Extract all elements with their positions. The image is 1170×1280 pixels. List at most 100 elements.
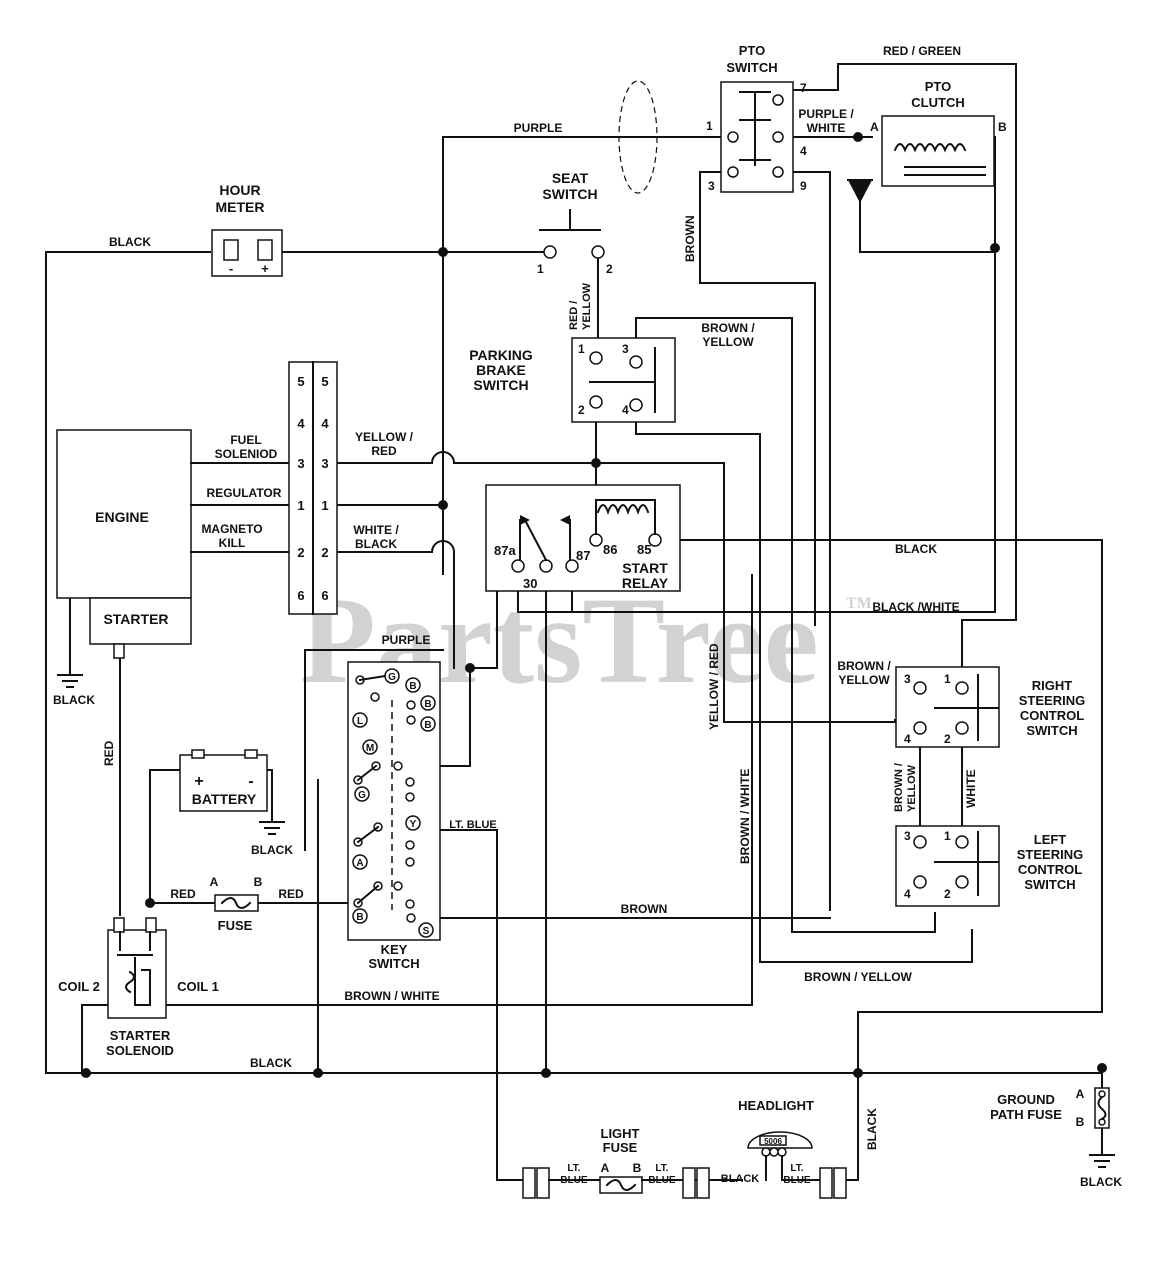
ground-path-fuse: A B GROUND PATH FUSE BLACK	[990, 1087, 1122, 1189]
svg-text:FUSE: FUSE	[218, 918, 253, 933]
svg-text:3: 3	[904, 672, 911, 686]
svg-text:BROWN / WHITE: BROWN / WHITE	[738, 769, 752, 864]
svg-text:MAGNETO: MAGNETO	[201, 522, 262, 536]
svg-text:RED: RED	[102, 740, 116, 766]
svg-text:BLACK: BLACK	[53, 693, 95, 707]
svg-text:1: 1	[944, 672, 951, 686]
svg-text:B: B	[998, 120, 1007, 134]
svg-text:BROWN /: BROWN /	[837, 659, 891, 673]
svg-text:PURPLE: PURPLE	[514, 121, 563, 135]
svg-text:BLACK: BLACK	[1080, 1175, 1122, 1189]
svg-text:9: 9	[800, 179, 807, 193]
svg-text:RED /: RED /	[568, 301, 580, 330]
parking-brake-switch: PARKING BRAKE SWITCH 1 3 2 4	[469, 337, 676, 423]
svg-text:2: 2	[297, 545, 304, 560]
svg-text:RELAY: RELAY	[622, 575, 669, 591]
svg-text:LIGHT: LIGHT	[601, 1126, 640, 1141]
svg-text:86: 86	[603, 542, 617, 557]
svg-text:LEFT: LEFT	[1034, 832, 1067, 847]
svg-text:6: 6	[297, 588, 304, 603]
svg-text:WHITE /: WHITE /	[353, 523, 399, 537]
svg-text:-: -	[248, 773, 253, 790]
svg-text:LT.: LT.	[655, 1163, 668, 1174]
svg-text:4: 4	[622, 403, 629, 417]
engine-connector: 5 5 4 4 3 3 1 1 2 2 6 6	[288, 361, 338, 615]
start-relay: 87a 30 87 86 85 START RELAY	[485, 484, 681, 592]
svg-text:SWITCH: SWITCH	[542, 186, 597, 202]
svg-text:LT.: LT.	[790, 1163, 803, 1174]
svg-text:PURPLE: PURPLE	[382, 633, 431, 647]
svg-text:G: G	[358, 790, 366, 801]
svg-text:B: B	[424, 720, 431, 731]
svg-text:LT.: LT.	[567, 1163, 580, 1174]
svg-text:SEAT: SEAT	[552, 170, 589, 186]
svg-text:SOLENIOD: SOLENIOD	[215, 447, 278, 461]
svg-text:85: 85	[637, 542, 651, 557]
svg-text:SWITCH: SWITCH	[473, 377, 528, 393]
svg-text:WHITE: WHITE	[807, 121, 846, 135]
svg-text:B: B	[409, 681, 416, 692]
svg-text:STEERING: STEERING	[1019, 693, 1085, 708]
svg-text:5: 5	[321, 374, 328, 389]
battery: + - BATTERY	[179, 749, 268, 812]
svg-text:BROWN /: BROWN /	[701, 321, 755, 335]
svg-text:YELLOW: YELLOW	[906, 764, 918, 812]
svg-text:+: +	[261, 261, 269, 276]
svg-text:+: +	[194, 773, 203, 790]
svg-text:5006: 5006	[764, 1137, 782, 1146]
svg-text:A: A	[356, 858, 363, 869]
svg-text:YELLOW /: YELLOW /	[355, 430, 414, 444]
svg-text:30: 30	[523, 576, 537, 591]
svg-text:CONTROL: CONTROL	[1018, 862, 1082, 877]
svg-text:1: 1	[944, 829, 951, 843]
svg-text:BLACK /WHITE: BLACK /WHITE	[872, 600, 959, 614]
svg-text:PARKING: PARKING	[469, 347, 533, 363]
junction-dots	[81, 132, 1107, 1078]
svg-text:BLUE: BLUE	[783, 1175, 811, 1186]
svg-text:B: B	[356, 912, 363, 923]
svg-text:1: 1	[706, 119, 713, 133]
svg-text:LT. BLUE: LT. BLUE	[449, 819, 496, 831]
svg-text:METER: METER	[216, 199, 265, 215]
svg-text:BLACK: BLACK	[251, 843, 293, 857]
svg-text:3: 3	[904, 829, 911, 843]
svg-text:-: -	[229, 261, 233, 276]
svg-text:BATTERY: BATTERY	[192, 791, 257, 807]
svg-text:CLUTCH: CLUTCH	[911, 95, 964, 110]
right-steering-switch: 3 1 4 2 RIGHT STEERING CONTROL SWITCH	[895, 666, 1085, 748]
svg-text:BLACK: BLACK	[250, 1056, 292, 1070]
svg-text:4: 4	[800, 144, 807, 158]
svg-text:BLACK: BLACK	[895, 542, 937, 556]
svg-text:ENGINE: ENGINE	[95, 509, 149, 525]
svg-text:START: START	[622, 560, 668, 576]
svg-text:3: 3	[622, 342, 629, 356]
svg-text:WHITE: WHITE	[964, 769, 978, 808]
svg-text:4: 4	[297, 416, 305, 431]
svg-text:FUSE: FUSE	[603, 1140, 638, 1155]
svg-text:BLUE: BLUE	[560, 1175, 588, 1186]
svg-text:GROUND: GROUND	[997, 1092, 1055, 1107]
svg-text:RED: RED	[278, 887, 304, 901]
svg-text:B: B	[254, 875, 263, 889]
svg-text:FUEL: FUEL	[230, 433, 261, 447]
svg-text:4: 4	[321, 416, 329, 431]
svg-text:4: 4	[904, 887, 911, 901]
main-fuse: A B FUSE	[210, 875, 263, 933]
svg-text:COIL 1: COIL 1	[177, 979, 219, 994]
svg-text:1: 1	[297, 498, 304, 513]
watermark-tm: TM	[846, 595, 872, 612]
light-circuit: 5006 LIGHT FUSE A B HEADLIGHT LT. BLUE L…	[522, 1098, 847, 1199]
svg-text:HOUR: HOUR	[219, 182, 260, 198]
svg-text:RED: RED	[371, 444, 397, 458]
svg-text:S: S	[423, 926, 430, 937]
svg-text:SOLENOID: SOLENOID	[106, 1043, 174, 1058]
svg-text:2: 2	[321, 545, 328, 560]
svg-text:PTO: PTO	[925, 79, 952, 94]
svg-text:BROWN / WHITE: BROWN / WHITE	[344, 989, 439, 1003]
svg-text:BROWN: BROWN	[621, 902, 668, 916]
svg-text:87a: 87a	[494, 543, 516, 558]
svg-text:KEY: KEY	[381, 942, 408, 957]
svg-text:A: A	[601, 1161, 610, 1175]
svg-text:2: 2	[944, 887, 951, 901]
svg-text:BROWN / YELLOW: BROWN / YELLOW	[804, 970, 912, 984]
